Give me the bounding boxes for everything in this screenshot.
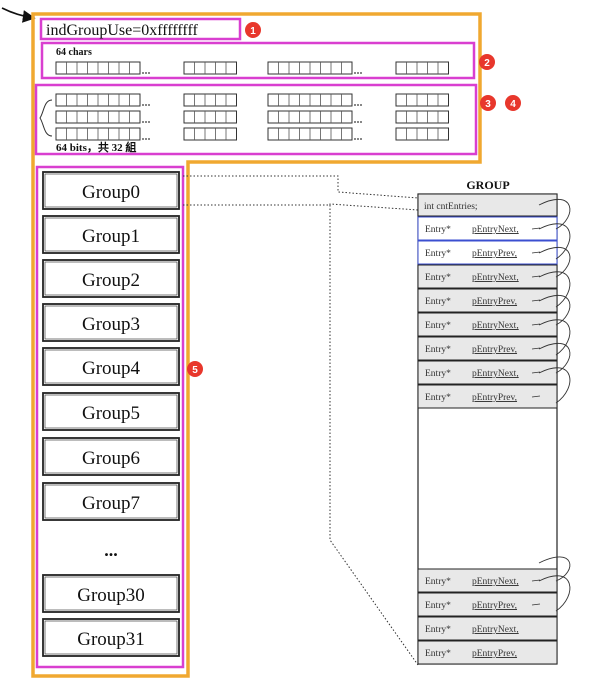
struct-entry-rows: Entry*pEntryNext,Entry*pEntryPrev,Entry*… [417,216,558,665]
bottom-row-0: Entry* pEntryNext, [417,568,558,593]
top-row-7: Entry* pEntryPrev, [417,384,558,409]
group-label: Group7 [82,493,140,514]
entry-field: pEntryPrev, [472,345,517,355]
group-box-group31: Group31 [42,618,180,657]
group-box-group4: Group4 [42,347,180,386]
svg-text:2: 2 [484,58,490,69]
bits-cell-rows [55,93,449,141]
badge-3: 3 [480,95,496,111]
entry-type: Entry* [425,225,451,235]
bottom-row-3: Entry* pEntryPrev, [417,640,558,665]
entry-type: Entry* [425,345,451,355]
entry-field: pEntryPrev, [472,249,517,259]
entry-type: Entry* [425,249,451,259]
group-label: Group1 [82,226,140,247]
bits-strip-2 [55,127,449,141]
group-label: Group5 [82,403,140,424]
entry-type: Entry* [425,321,451,331]
group-label: Group31 [77,629,145,650]
bits-brace [39,99,53,137]
chars-label: 64 chars [56,47,92,58]
entry-type: Entry* [425,601,451,611]
badge-4: 4 [505,95,521,111]
bottom-row-1: Entry* pEntryPrev, [417,592,558,617]
entry-type: Entry* [425,393,451,403]
svg-text:1: 1 [250,26,256,37]
group-box-group0: Group0 [42,171,180,210]
top-row-0: Entry* pEntryNext, [417,216,558,241]
group-label: Group0 [82,182,140,203]
svg-text:5: 5 [192,365,198,376]
group-box-group2: Group2 [42,259,180,298]
group-box-group1: Group1 [42,215,180,254]
entry-field: pEntryNext, [472,577,519,587]
svg-text:3: 3 [485,99,491,110]
badge-2: 2 [479,54,495,70]
top-row-1: Entry* pEntryPrev, [417,240,558,265]
entry-type: Entry* [425,625,451,635]
incoming-arrow [1,7,36,23]
top-row-3: Entry* pEntryPrev, [417,288,558,313]
entry-field: pEntryPrev, [472,649,517,659]
struct-header-text: int cntEntries; [424,202,478,212]
bottom-row-2: Entry* pEntryNext, [417,616,558,641]
badge-1: 1 [245,22,261,38]
group-box-group30: Group30 [42,574,180,613]
group-box-group6: Group6 [42,437,180,476]
group-box-group3: Group3 [42,303,180,342]
group-box-group5: Group5 [42,392,180,431]
bits-strip-1 [55,110,449,124]
dotted-connectors [183,175,419,666]
orange-outline [31,12,482,678]
struct-link-arcs [531,198,571,612]
group-label: Group3 [82,314,140,335]
group-label: Group4 [82,358,141,379]
entry-type: Entry* [425,369,451,379]
group-label: Group6 [82,448,140,469]
entry-type: Entry* [425,649,451,659]
bits-rows-box [34,83,478,156]
entry-field: pEntryNext, [472,321,519,331]
top-row-5: Entry* pEntryPrev, [417,336,558,361]
group-list: Group0Group1Group2Group3Group4Group5Grou… [42,171,180,657]
index-label-box [39,17,242,41]
chars-cell-row [55,61,449,75]
entry-field: pEntryNext, [472,625,519,635]
group-label: Group2 [82,270,140,291]
badge-5: 5 [187,361,203,377]
entry-field: pEntryPrev, [472,601,517,611]
chars-row-box [40,41,476,80]
struct-header-cell [417,193,558,217]
struct-title: GROUP [466,178,509,192]
entry-field: pEntryNext, [472,225,519,235]
bits-strip-0 [55,93,449,107]
entry-field: pEntryNext, [472,369,519,379]
entry-type: Entry* [425,577,451,587]
svg-text:4: 4 [510,99,516,110]
group-label: Group30 [77,585,145,606]
groups-column-box [35,165,185,669]
bits-label: 64 bits，共 32 組 [56,140,136,154]
entry-type: Entry* [425,297,451,307]
top-row-2: Entry* pEntryNext, [417,264,558,289]
entry-field: pEntryNext, [472,273,519,283]
group-ellipsis: ... [104,540,118,560]
group-box-group7: Group7 [42,482,180,521]
entry-field: pEntryPrev, [472,297,517,307]
group-label: ... [104,540,118,560]
entry-type: Entry* [425,273,451,283]
chars-strip [55,61,449,75]
entry-field: pEntryPrev, [472,393,517,403]
index-label-text: indGroupUse=0xffffffff [46,22,199,39]
